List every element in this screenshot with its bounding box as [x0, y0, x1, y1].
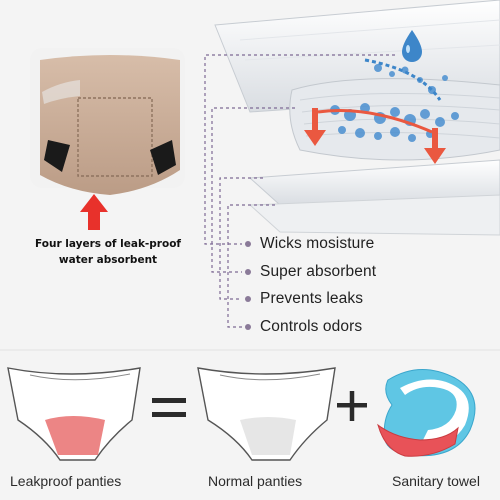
leakproof-panties-label: Leakproof panties: [10, 473, 122, 489]
feature-label: Wicks mosisture: [260, 235, 375, 252]
equals-icon: [152, 398, 186, 417]
plus-symbol-text: +: [340, 380, 341, 381]
sanitary-towel-label: Sanitary towel: [392, 473, 480, 489]
layers-caption: Four layers of leak-proof water absorben…: [28, 236, 188, 268]
feature-label: Super absorbent: [260, 263, 377, 280]
leakproof-panties-illustration: [7, 367, 141, 461]
bullet-dot: [245, 296, 251, 302]
bullet-dot: [245, 324, 251, 330]
equals-symbol-text: =: [150, 380, 151, 381]
feature-label: Prevents leaks: [260, 290, 364, 307]
water-path: [364, 58, 442, 101]
flow-arrow-path: [317, 109, 433, 134]
feature-wicks-moisture: Wicks mosisture: [245, 234, 374, 254]
fabric-closeup: [30, 48, 185, 195]
feature-prevents-leaks: Prevents leaks: [245, 289, 363, 309]
water-drop-icon: [402, 30, 422, 62]
caption-line-1: Four layers of leak-proof: [35, 238, 181, 250]
down-arrow-icon: [304, 108, 446, 164]
guide-lines: [204, 54, 395, 328]
normal-panties-label: Normal panties: [208, 473, 303, 489]
feature-label: Controls odors: [260, 318, 363, 335]
layer-third: [248, 159, 500, 206]
bullet-dot: [245, 269, 251, 275]
sanitary-towel-illustration: [377, 369, 476, 457]
feature-super-absorbent: Super absorbent: [245, 262, 376, 282]
plus-icon: [337, 391, 367, 421]
layer-bottom: [248, 194, 500, 236]
up-arrow-icon: [80, 194, 108, 230]
caption-line-2: water absorbent: [58, 254, 158, 266]
feature-controls-odors: Controls odors: [245, 317, 362, 337]
bullet-dot: [245, 241, 251, 247]
normal-panties-illustration: [197, 367, 336, 461]
